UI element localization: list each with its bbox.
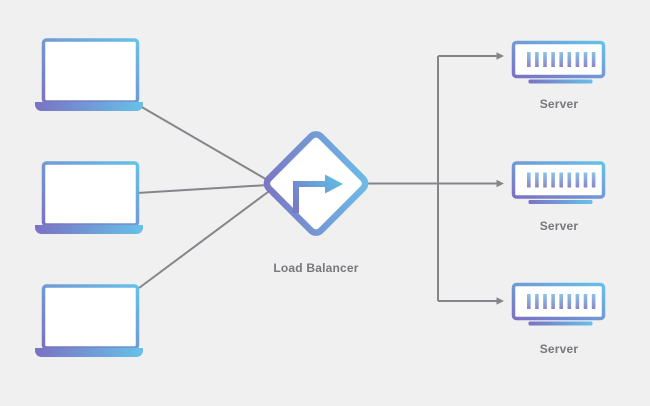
connector-lines [136, 52, 504, 305]
arrowhead-middle-icon [496, 179, 504, 188]
client-laptop-icon-2 [35, 161, 143, 234]
client-laptop-icon-3 [35, 284, 143, 357]
connector-client3-to-lb [138, 185, 277, 289]
server-icon-2 [511, 161, 606, 204]
server-vents [527, 52, 596, 67]
server-icon-1 [511, 40, 606, 84]
arrowhead-top-icon [496, 52, 504, 60]
arrowhead-bottom-icon [496, 297, 504, 305]
server-label-2: Server [539, 219, 579, 233]
client-laptop-icon-1 [35, 38, 143, 111]
redirect-arrow-head [325, 174, 343, 194]
load-balancer-diamond-icon [263, 131, 369, 236]
laptop-base [35, 348, 143, 357]
server-body [511, 40, 606, 79]
laptop-screen [41, 38, 140, 104]
server-vents [527, 294, 596, 309]
load-balancer-label: Load Balancer [273, 261, 359, 275]
connector-client2-to-lb [136, 183, 277, 194]
server-shadow-bar [528, 321, 593, 326]
connector-client1-to-lb [139, 105, 277, 186]
server-label-3: Server [539, 342, 579, 356]
server-body [511, 161, 606, 199]
laptop-base [35, 102, 143, 111]
redirect-arrow-shaft [293, 181, 326, 213]
server-icon-3 [511, 282, 606, 326]
server-label-1: Server [539, 97, 579, 111]
laptop-screen [41, 284, 140, 350]
server-shadow-bar [528, 200, 593, 204]
laptop-base [35, 225, 143, 234]
server-vents [527, 172, 596, 188]
server-shadow-bar [528, 79, 593, 84]
laptop-screen [41, 161, 140, 227]
server-body [511, 282, 606, 321]
